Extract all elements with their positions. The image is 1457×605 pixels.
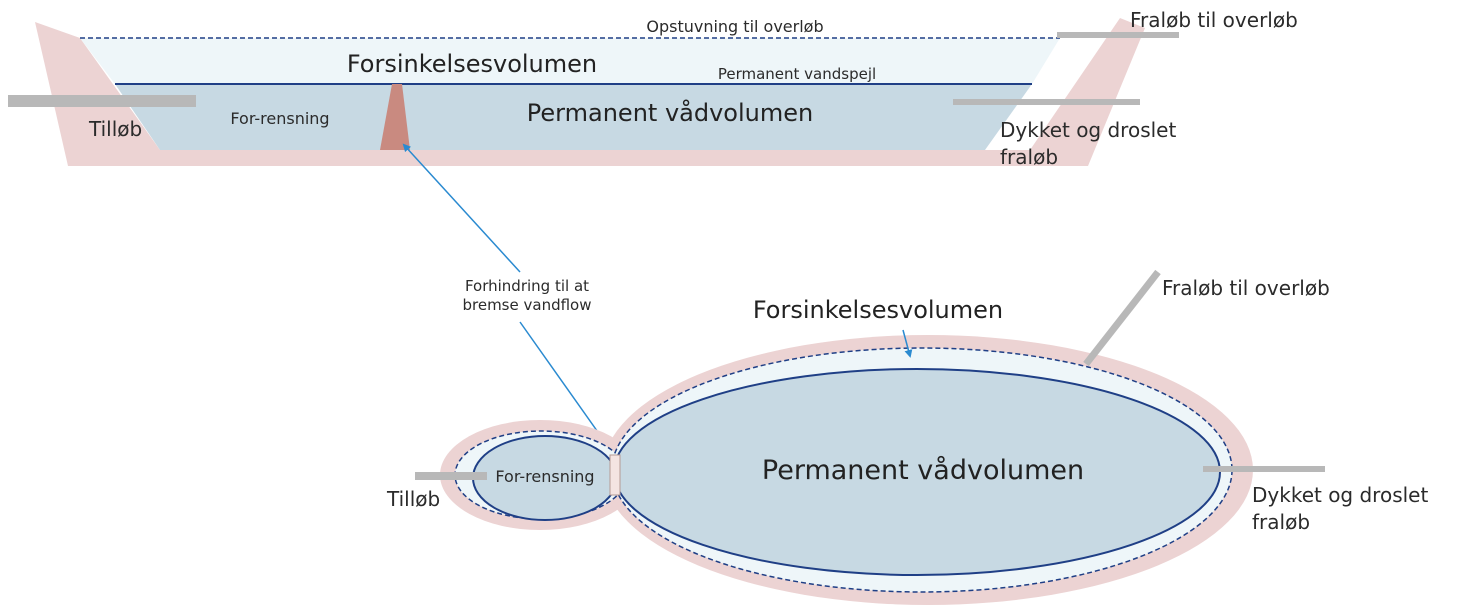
cross-section-permanent-volume-label: Permanent vådvolumen [527,98,813,127]
cross-section-overflow-pipe [1057,32,1179,38]
cross-section-barrier [380,84,410,150]
plan-outlet-label-line1: Dykket og droslet [1252,483,1428,507]
cross-section-overflow-outlet-label: Fraløb til overløb [1130,8,1298,32]
overflow-level-label: Opstuvning til overløb [646,17,823,36]
cross-section-embankment [35,18,1145,166]
cross-section-inlet-label: Tilløb [88,117,142,141]
cross-section-outlet-label-line1: Dykket og droslet [1000,118,1176,142]
plan-outlet-label-line2: fraløb [1252,510,1310,534]
plan-retention-arrow [902,329,913,358]
plan-view: Forsinkelsesvolumen Fraløb til overløb F… [386,269,1428,605]
barrier-callout-line2: bremse vandflow [462,296,591,314]
plan-permanent-volume-label: Permanent vådvolumen [762,455,1084,486]
plan-inlet-label: Tilløb [386,487,440,511]
cross-section: Opstuvning til overløb Forsinkelsesvolum… [8,8,1298,169]
cross-section-outlet-label-line2: fraløb [1000,145,1058,169]
plan-overflow-pipe [1083,269,1161,367]
plan-barrier [609,454,621,496]
plan-outlet-pipe [1203,466,1325,472]
barrier-arrow-up [402,143,521,273]
plan-inlet-pipe [415,472,487,480]
cross-section-outlet-pipe [953,99,1140,105]
cross-section-pretreatment-label: For-rensning [230,109,329,128]
cross-section-permanent-water [115,84,1032,150]
plan-retention-volume-label: Forsinkelsesvolumen [753,296,1003,324]
barrier-callout: Forhindring til at bremse vandflow [402,143,614,454]
permanent-surface-label: Permanent vandspejl [718,65,876,83]
cross-section-retention-water [80,38,1060,84]
plan-pretreatment-label: For-rensning [495,467,594,486]
barrier-callout-line1: Forhindring til at [465,277,589,295]
cross-section-inlet-pipe [8,95,196,107]
cross-section-retention-volume-label: Forsinkelsesvolumen [347,50,597,78]
plan-overflow-outlet-label: Fraløb til overløb [1162,276,1330,300]
